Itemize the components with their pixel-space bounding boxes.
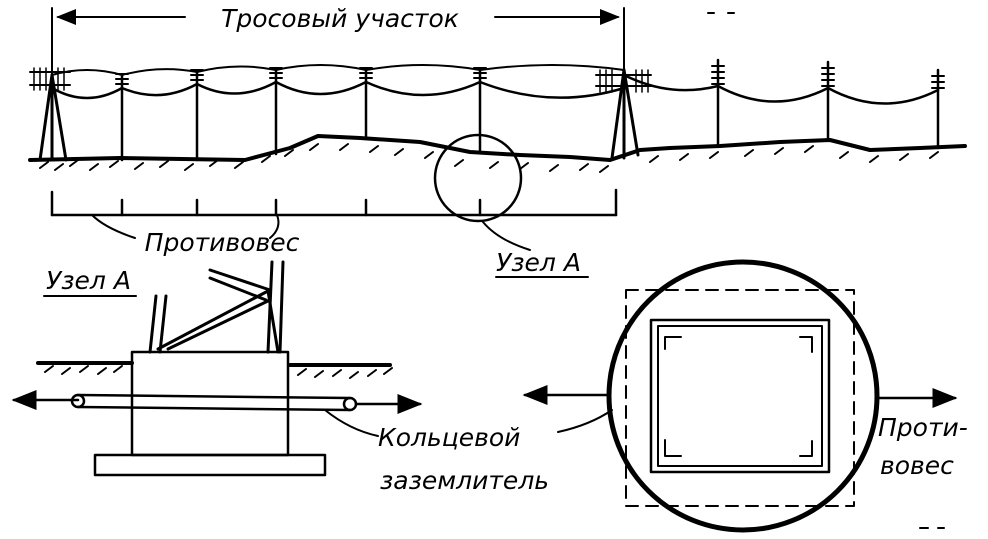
node-a-circle (433, 133, 523, 223)
plan-foundation-outer (649, 318, 831, 474)
node-a-top-label-group: Узел А (495, 248, 589, 278)
print-specks (707, 12, 945, 529)
ring-ground-label-line2: заземлитель (380, 466, 549, 495)
counterpoise-right-label-line1: Проти- (878, 413, 968, 442)
anchor-tower-left (29, 67, 71, 162)
insulators (115, 65, 945, 89)
counterpoise-right-label-line2: вовес (880, 451, 954, 480)
node-a-detail-label: Узел А (46, 266, 131, 295)
counterpoise-bracket (50, 188, 618, 217)
ring-ground-label-line1: Кольцевой (378, 423, 520, 452)
plan-dashed-outline (625, 289, 855, 507)
node-a-detail-label-group: Узел А (43, 266, 137, 297)
cable-section-dimension (51, 7, 625, 81)
ground-wire (51, 64, 625, 76)
ground-line (28, 134, 967, 162)
ring-ground-leader (324, 409, 379, 437)
detail-ground-hatching (44, 365, 393, 379)
intermediate-poles (120, 58, 940, 162)
cable-section-label: Тросовый участок (221, 4, 459, 33)
foundation-block (130, 350, 290, 457)
counterpoise-label: Противовес (145, 228, 300, 257)
ground-hatching (39, 143, 939, 173)
tower-legs (148, 260, 285, 354)
plan-ring-ground (606, 259, 880, 533)
ring-ground-leader-right (557, 409, 613, 433)
phase-conductor (50, 80, 626, 100)
phase-conductor-right (622, 73, 940, 105)
detail-ground-line (36, 361, 392, 367)
plan-corner-marks (664, 336, 813, 457)
counterpoise-leaders (91, 214, 280, 239)
plan-counterpoise-arrows (522, 385, 958, 408)
plan-foundation-inner (657, 325, 823, 467)
anchor-tower-right (595, 68, 652, 160)
node-a-leader (482, 221, 531, 251)
node-a-top-label: Узел А (496, 248, 581, 277)
foundation-footing (93, 453, 327, 477)
ring-conductor (11, 390, 423, 414)
